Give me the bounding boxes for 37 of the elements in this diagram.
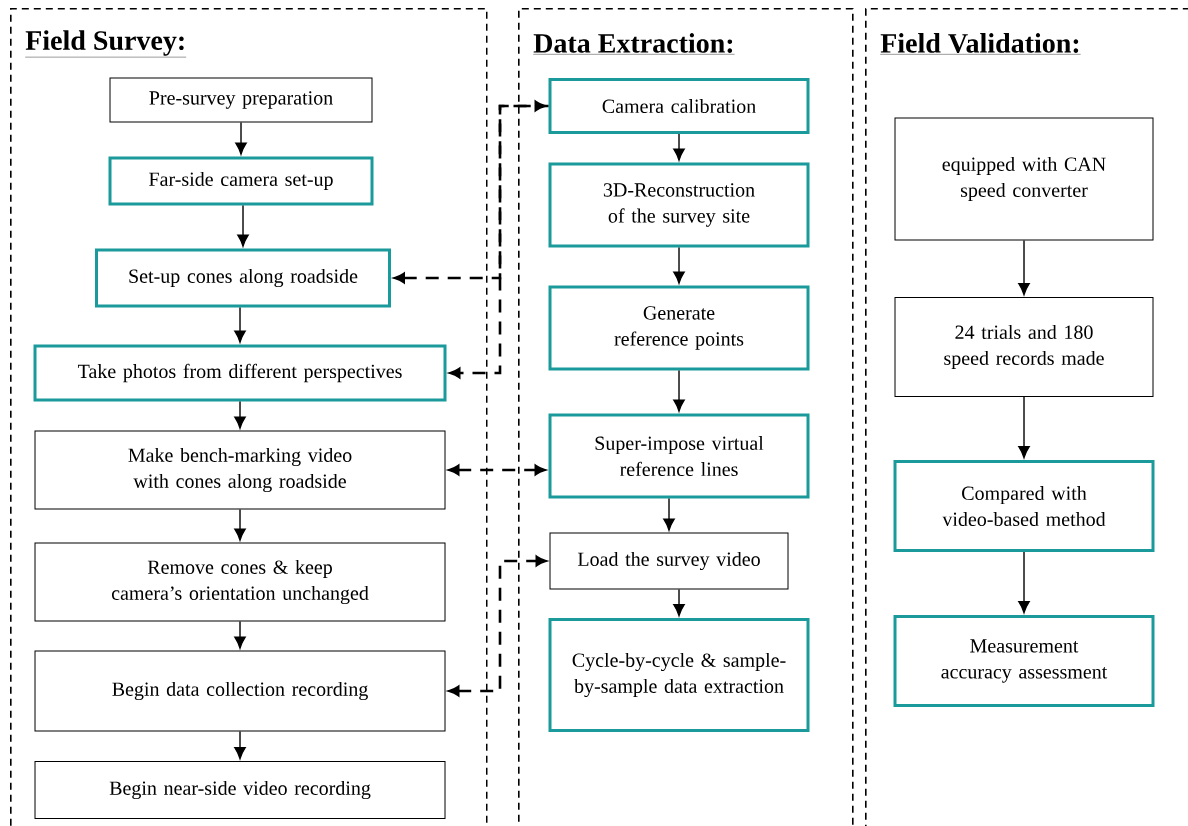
arrow xyxy=(234,400,246,429)
arrow xyxy=(663,497,675,531)
arrow xyxy=(1018,239,1030,296)
process-box: Pre-survey preparation xyxy=(109,77,373,123)
process-box: Cycle-by-cycle & sample-by-sample data extraction xyxy=(548,618,810,732)
process-box: Measurement accuracy assessment xyxy=(893,615,1155,707)
arrow xyxy=(237,204,249,247)
process-box: Compared with video-based method xyxy=(893,460,1155,552)
process-box: Set-up cones along roadside xyxy=(95,248,391,308)
process-box: 24 trials and 180 speed records made xyxy=(894,297,1154,397)
process-box: Load the survey video xyxy=(549,532,789,590)
arrow xyxy=(394,100,546,284)
process-box: Remove cones & keep camera’s orientation unchanged xyxy=(34,542,446,622)
process-box: Begin near-side video recording xyxy=(34,761,446,819)
process-box: Make bench-marking video with cones along roadside xyxy=(34,430,446,510)
process-box: Super-impose virtual reference lines xyxy=(548,413,810,499)
arrow xyxy=(673,246,685,284)
arrow xyxy=(448,464,546,476)
process-box: Generate reference points xyxy=(548,285,810,371)
arrow xyxy=(448,555,547,697)
process-box: 3D-Reconstruction of the survey site xyxy=(548,162,810,248)
process-box: Take photos from different perspectives xyxy=(33,344,447,402)
process-box: equipped with CAN speed converter xyxy=(894,117,1154,241)
arrow xyxy=(234,620,246,649)
arrow xyxy=(234,508,246,541)
arrow xyxy=(235,121,247,155)
arrow xyxy=(673,133,685,161)
arrow xyxy=(673,369,685,412)
process-box: Camera calibration xyxy=(548,78,810,134)
arrow xyxy=(449,104,549,379)
arrow xyxy=(234,306,246,343)
arrow xyxy=(1018,396,1030,459)
arrow xyxy=(234,730,246,760)
arrow xyxy=(673,588,685,617)
process-box: Begin data collection recording xyxy=(34,650,446,732)
arrow xyxy=(1018,551,1030,614)
process-box: Far-side camera set-up xyxy=(108,156,374,206)
